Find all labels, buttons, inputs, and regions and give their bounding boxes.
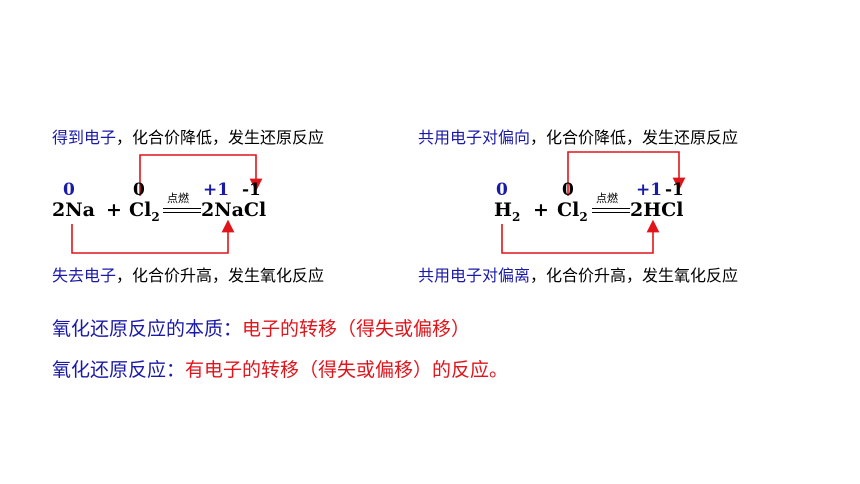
ox-na: 0 bbox=[63, 180, 75, 200]
left-equals-bottom bbox=[163, 212, 201, 213]
right-plus: + bbox=[533, 199, 549, 221]
summary-essence-label: 氧化还原反应的本质： bbox=[52, 318, 243, 340]
left-reactant-cl2: Cl2 bbox=[129, 199, 160, 224]
left-top-note-rest: ，化合价降低，发生还原反应 bbox=[116, 128, 325, 147]
ox-na-product: +1 bbox=[203, 180, 230, 200]
left-top-note-highlight: 得到电子 bbox=[52, 128, 117, 147]
right-condition: 点燃 bbox=[596, 192, 618, 205]
summary-essence: 氧化还原反应的本质：电子的转移（得失或偏移） bbox=[52, 314, 470, 341]
left-plus: + bbox=[106, 199, 122, 221]
summary-essence-value: 电子的转移（得失或偏移） bbox=[242, 318, 471, 340]
ox-cl-product-right: -1 bbox=[665, 180, 684, 200]
left-bottom-note-rest: ，化合价升高，发生氧化反应 bbox=[116, 266, 325, 285]
right-top-note-rest: ，化合价降低，发生还原反应 bbox=[530, 128, 739, 147]
summary-definition-value: 有电子的转移（得失或偏移）的反应。 bbox=[185, 359, 509, 381]
right-bottom-note-highlight: 共用电子对偏离 bbox=[418, 266, 531, 285]
right-bottom-note: 共用电子对偏离，化合价升高，发生氧化反应 bbox=[418, 262, 738, 286]
right-equals-bottom bbox=[592, 212, 630, 213]
right-toward-arrow bbox=[567, 151, 686, 196]
right-away-arrow bbox=[501, 219, 660, 254]
right-top-note: 共用电子对偏向，化合价降低，发生还原反应 bbox=[418, 124, 738, 148]
right-bottom-note-rest: ，化合价升高，发生氧化反应 bbox=[530, 266, 739, 285]
ox-cl2-right: 0 bbox=[562, 180, 574, 200]
left-gain-arrow bbox=[139, 154, 263, 196]
summary-definition-label: 氧化还原反应： bbox=[52, 359, 186, 381]
right-h-subscript: 2 bbox=[511, 209, 521, 224]
summary-definition: 氧化还原反应：有电子的转移（得失或偏移）的反应。 bbox=[52, 355, 508, 382]
ox-h2: 0 bbox=[496, 180, 508, 200]
left-loss-arrow bbox=[71, 219, 235, 254]
left-cl-symbol: Cl bbox=[129, 199, 152, 221]
left-reactant-na: 2Na bbox=[52, 199, 95, 221]
left-condition: 点燃 bbox=[167, 192, 189, 205]
left-product: 2NaCl bbox=[201, 199, 267, 221]
right-cl-subscript: 2 bbox=[579, 209, 588, 224]
left-equals-top bbox=[163, 208, 201, 209]
right-cl-symbol: Cl bbox=[557, 199, 580, 221]
ox-h-product: +1 bbox=[636, 180, 663, 200]
ox-cl-product-left: -1 bbox=[242, 180, 261, 200]
left-bottom-note: 失去电子，化合价升高，发生氧化反应 bbox=[52, 262, 324, 286]
right-product: 2HCl bbox=[630, 199, 684, 221]
right-h-symbol: H bbox=[494, 199, 512, 221]
left-cl-subscript: 2 bbox=[151, 209, 160, 224]
left-top-note: 得到电子，化合价降低，发生还原反应 bbox=[52, 124, 324, 148]
ox-cl2-left: 0 bbox=[133, 180, 145, 200]
right-reactant-h2: H2 bbox=[494, 199, 520, 224]
right-reactant-cl2: Cl2 bbox=[557, 199, 588, 224]
left-bottom-note-highlight: 失去电子 bbox=[52, 266, 117, 285]
right-equals-top bbox=[592, 208, 630, 209]
right-top-note-highlight: 共用电子对偏向 bbox=[418, 128, 531, 147]
